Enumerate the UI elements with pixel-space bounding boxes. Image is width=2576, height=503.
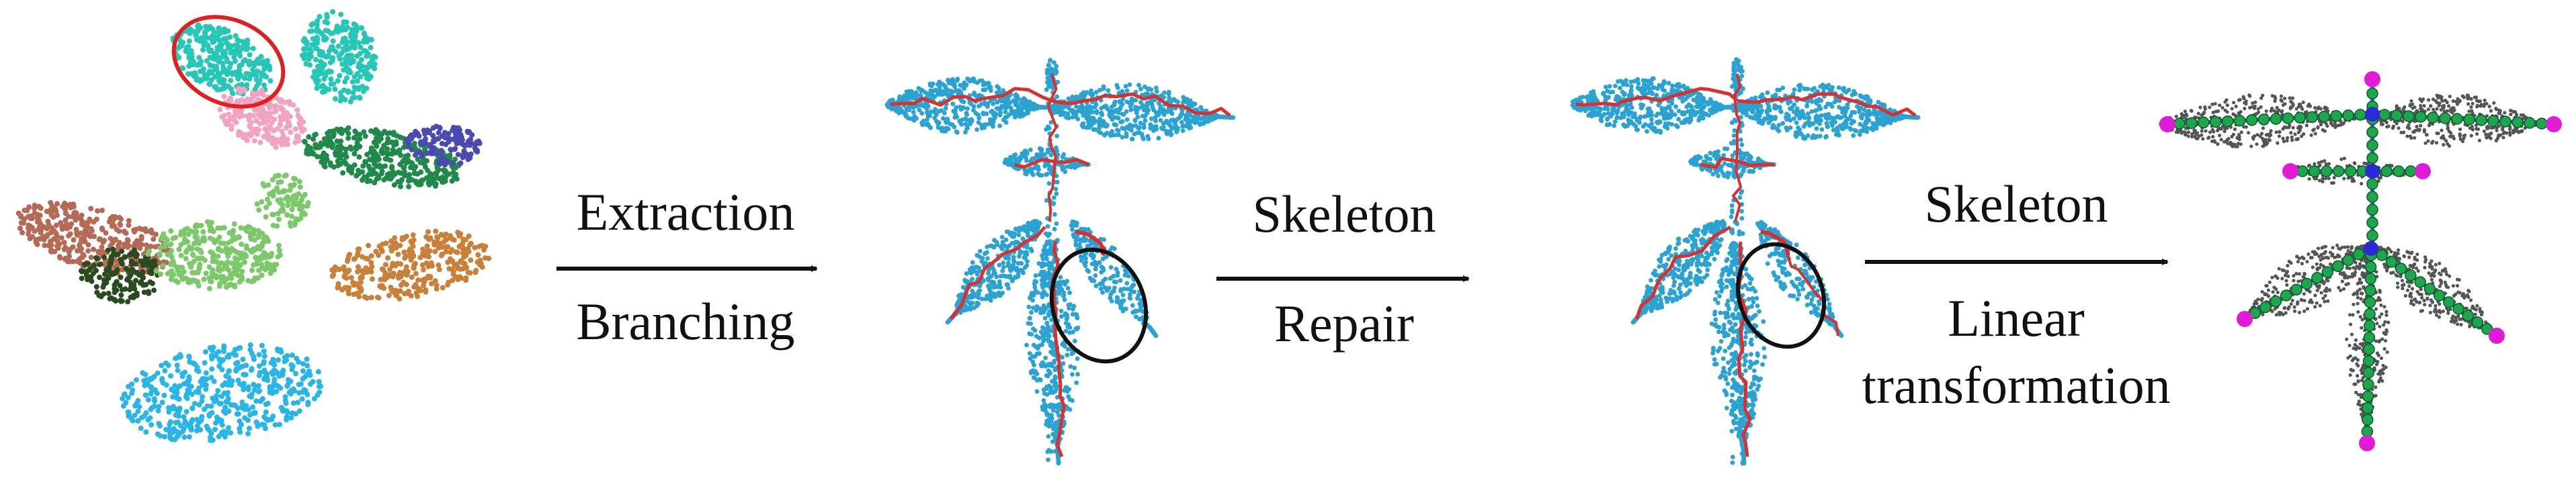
segmented-plant-point-cloud [15,9,492,443]
step2-line2: Repair [1274,294,1414,353]
step1-line1: Extraction [577,183,795,241]
extracted-skeleton-point-cloud [884,58,1236,466]
step1-line2: Branching [577,292,795,351]
arrow-skeleton-repair: Skeleton Repair [1216,185,1470,353]
arrow-extraction-branching: Extraction Branching [556,183,818,351]
highlight-circle [171,15,286,109]
step2-line1: Skeleton [1253,185,1436,243]
arrow-linear-transformation: Skeleton Linear transformation [1862,175,2170,414]
defect-circle [1049,247,1149,364]
step3-line3: transformation [1862,356,2170,414]
step3-line2: Linear [1948,289,2085,347]
step3-line1: Skeleton [1925,175,2108,233]
repaired-skeleton-point-cloud [1570,57,1921,466]
linearized-skeleton [2159,71,2562,451]
repaired-circle [1735,242,1827,349]
